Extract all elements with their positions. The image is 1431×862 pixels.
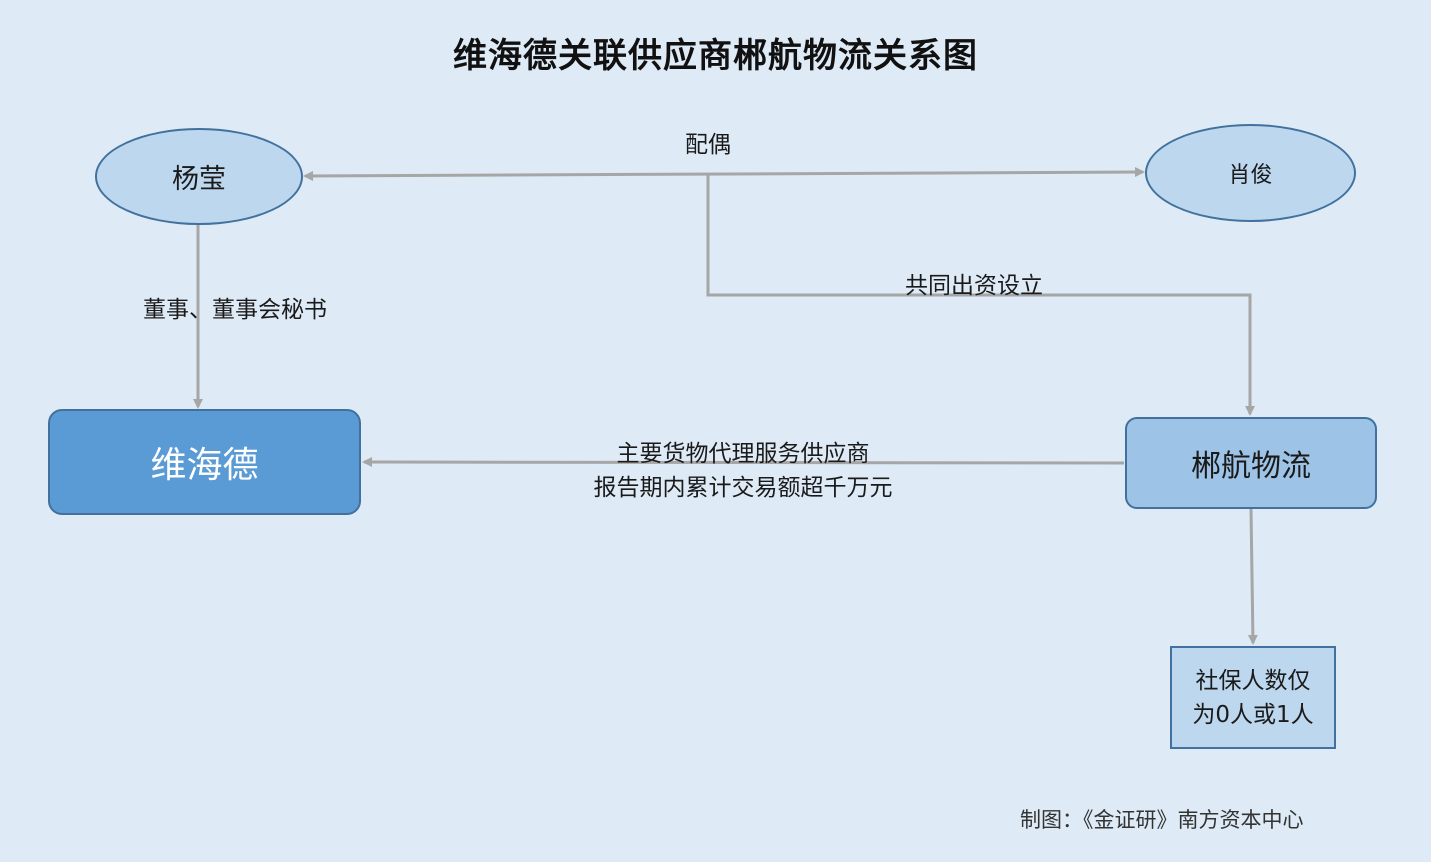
supplier-connector <box>362 457 1125 468</box>
node-social-insurance-line1: 社保人数仅 <box>1195 667 1311 694</box>
diagram-title: 维海德关联供应商郴航物流关系图 <box>453 36 978 76</box>
edge-label-supplier-line1: 主要货物代理服务供应商 <box>616 441 870 467</box>
spouse-connector <box>303 167 1145 181</box>
jointly-founded-connector <box>706 174 1255 416</box>
node-weihaide-label: 维海德 <box>150 445 259 486</box>
node-chenhang-logistics: 郴航物流 <box>1125 417 1377 509</box>
node-yang-ying-label: 杨莹 <box>172 164 226 195</box>
node-xiao-jun-label: 肖俊 <box>1228 163 1273 188</box>
edge-label-director: 董事、董事会秘书 <box>143 297 327 323</box>
social-insurance-connector <box>1247 508 1258 645</box>
edge-label-supplier-line2: 报告期内累计交易额超千万元 <box>593 475 893 501</box>
edge-label-spouse: 配偶 <box>685 132 731 158</box>
edge-label-jointly-founded: 共同出资设立 <box>905 273 1043 299</box>
node-social-insurance-line2: 为0人或1人 <box>1192 701 1314 728</box>
node-chenhang-label: 郴航物流 <box>1191 449 1311 484</box>
node-xiao-jun: 肖俊 <box>1145 124 1356 222</box>
credit-text: 制图：《金证研》南方资本中心 <box>1020 808 1304 832</box>
node-yang-ying: 杨莹 <box>95 128 303 225</box>
node-weihaide: 维海德 <box>48 409 361 515</box>
node-social-insurance: 社保人数仅 为0人或1人 <box>1170 646 1336 749</box>
